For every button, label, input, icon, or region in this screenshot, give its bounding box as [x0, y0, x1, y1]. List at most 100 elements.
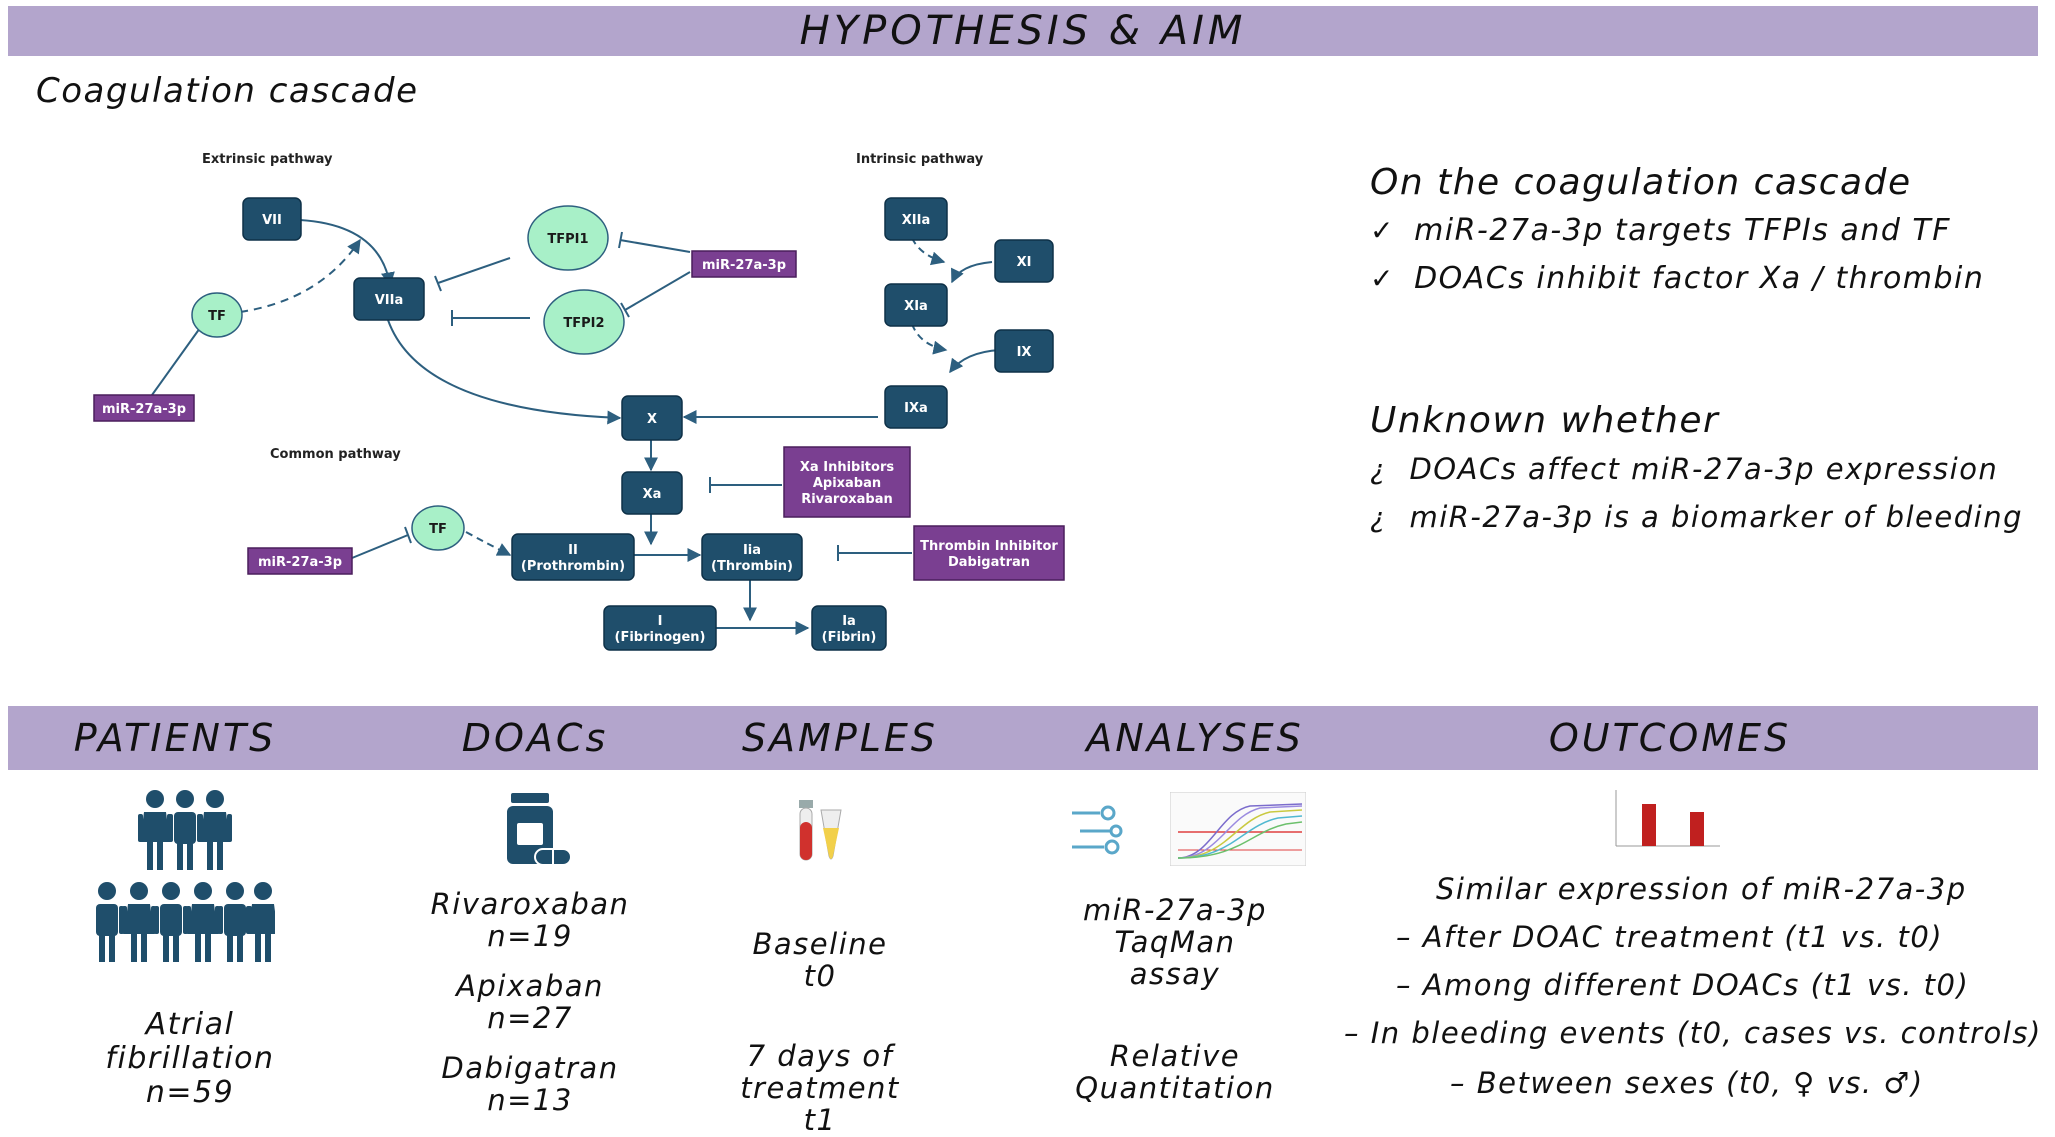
question-mark-icon: ¿: [1370, 453, 1387, 486]
doacs-title: DOACs: [461, 716, 609, 760]
node-label-ii: II: [568, 543, 578, 558]
node-label-ia: (Fibrin): [822, 630, 877, 645]
sections-band: [8, 706, 2038, 770]
node-label-mir3: miR-27a-3p: [258, 555, 342, 570]
node-tfpi2: TFPI2: [543, 289, 625, 355]
node-x: X: [621, 395, 683, 441]
node-label-thrinh: Dabigatran: [948, 555, 1030, 570]
node-ii: II(Prothrombin): [511, 533, 635, 581]
unknown-title: Unknown whether: [1370, 400, 1720, 441]
check-icon: ✓: [1370, 262, 1395, 295]
node-xa: Xa: [621, 471, 683, 515]
person-icon: [138, 790, 172, 870]
node-tf1: TF: [191, 292, 243, 338]
node-label-mir2: miR-27a-3p: [702, 258, 786, 273]
node-label-xia: XIa: [904, 299, 928, 314]
page-title: HYPOTHESIS & AIM: [799, 8, 1247, 54]
samples-baseline: Baseline t0: [752, 927, 888, 993]
intrinsic-pathway-label: Intrinsic pathway: [856, 152, 984, 167]
node-label-xainh: Xa Inhibitors: [800, 460, 894, 475]
analyses-assay: miR-27a-3p TaqMan assay: [1083, 893, 1267, 991]
node-ia: Ia(Fibrin): [811, 605, 887, 651]
node-label-xa: Xa: [643, 487, 662, 502]
check-icon: ✓: [1370, 214, 1395, 247]
known-item: ✓ miR-27a-3p targets TFPIs and TF: [1370, 213, 1951, 248]
outcome-item: – After DOAC treatment (t1 vs. t0): [1396, 920, 1944, 954]
node-ix: IX: [994, 329, 1054, 373]
node-xia: XIa: [884, 283, 948, 327]
person-icon: [122, 882, 156, 962]
patients-text: Atrial fibrillation n=59: [105, 1007, 275, 1110]
person-icon: [168, 790, 202, 870]
node-label-vii: VII: [262, 213, 282, 228]
node-label-xainh: Rivaroxaban: [801, 492, 893, 507]
person-icon: [246, 882, 275, 962]
question-mark-icon: ¿: [1370, 501, 1387, 534]
node-vii: VII: [242, 197, 302, 241]
node-label-mir1: miR-27a-3p: [102, 402, 186, 417]
analyses-quant: Relative Quantitation: [1075, 1039, 1275, 1105]
header-band: HYPOTHESIS & AIM: [8, 6, 2038, 56]
samples-title: SAMPLES: [741, 716, 939, 760]
node-mir2: miR-27a-3p: [691, 250, 797, 278]
person-icon: [198, 790, 232, 870]
node-label-ii: (Prothrombin): [521, 559, 625, 574]
node-label-ixa: IXa: [904, 401, 928, 416]
node-mir3: miR-27a-3p: [247, 547, 353, 575]
node-label-xiia: XIIa: [902, 213, 930, 228]
node-label-tfpi2: TFPI2: [563, 316, 604, 331]
extrinsic-pathway-label: Extrinsic pathway: [202, 152, 333, 167]
unknown-list: ¿ DOACs affect miR-27a-3p expression ¿ m…: [1370, 452, 2023, 548]
node-ixa: IXa: [884, 385, 948, 429]
node-i: I(Fibrinogen): [603, 605, 717, 651]
person-icon: [186, 882, 220, 962]
known-item: ✓ DOACs inhibit factor Xa / thrombin: [1370, 261, 1985, 296]
analyses-title: ANALYSES: [1086, 716, 1304, 760]
node-label-i: I: [658, 614, 663, 629]
outcome-item: – Among different DOACs (t1 vs. t0): [1396, 968, 1970, 1002]
unknown-item: ¿ miR-27a-3p is a biomarker of bleeding: [1370, 500, 2023, 534]
node-label-ia: Ia: [842, 614, 856, 629]
amplification-curve-icon: [1170, 792, 1306, 866]
samples-followup: 7 days of treatment t1: [740, 1039, 900, 1137]
node-label-iia: (Thrombin): [711, 559, 793, 574]
doacs-text: Rivaroxaban n=19 Apixaban n=27 Dabigatra…: [430, 887, 630, 1117]
node-mir1: miR-27a-3p: [93, 394, 195, 422]
node-iia: Iia(Thrombin): [701, 533, 803, 581]
cascade-title: Coagulation cascade: [36, 71, 419, 111]
unknown-item: ¿ DOACs affect miR-27a-3p expression: [1370, 452, 1999, 486]
node-label-xi: XI: [1017, 255, 1032, 270]
node-label-xainh: Apixaban: [813, 476, 881, 491]
coagulation-cascade-diagram: VIIVIIaXIIaXIXIaIXIXaXXaII(Prothrombin)I…: [93, 152, 1065, 651]
node-label-viia: VIIa: [375, 293, 404, 308]
taqman-probe-icon: [1072, 805, 1123, 855]
bar-chart-icon: [1615, 790, 1720, 847]
node-label-tf1: TF: [208, 309, 226, 324]
people-group-icon: [96, 790, 275, 962]
outcomes-title: OUTCOMES: [1548, 716, 1792, 760]
known-title: On the coagulation cascade: [1370, 162, 1912, 203]
node-tfpi1: TFPI1: [527, 205, 609, 271]
node-label-tf2: TF: [429, 522, 447, 537]
known-list: ✓ miR-27a-3p targets TFPIs and TF ✓ DOAC…: [1370, 214, 1984, 310]
node-viia: VIIa: [353, 277, 425, 321]
node-label-iia: Iia: [743, 543, 761, 558]
pill-bottle-icon: [507, 793, 572, 866]
node-tf2: TF: [411, 505, 465, 551]
outcomes-headline: Similar expression of miR-27a-3p: [1436, 872, 1967, 906]
node-label-tfpi1: TFPI1: [547, 232, 588, 247]
node-xiia: XIIa: [884, 197, 948, 241]
blood-tubes-icon: [799, 800, 842, 861]
node-label-thrinh: Thrombin Inhibitor: [920, 539, 1058, 554]
outcome-item: – In bleeding events (t0, cases vs. cont…: [1344, 1016, 2042, 1050]
node-xi: XI: [994, 239, 1054, 283]
outcome-item: – Between sexes (t0, ♀ vs. ♂): [1450, 1066, 1924, 1100]
node-label-x: X: [647, 412, 657, 427]
node-label-i: (Fibrinogen): [615, 630, 706, 645]
person-icon: [154, 882, 188, 962]
node-label-ix: IX: [1017, 345, 1032, 360]
person-icon: [96, 882, 124, 962]
patients-title: PATIENTS: [73, 716, 277, 760]
